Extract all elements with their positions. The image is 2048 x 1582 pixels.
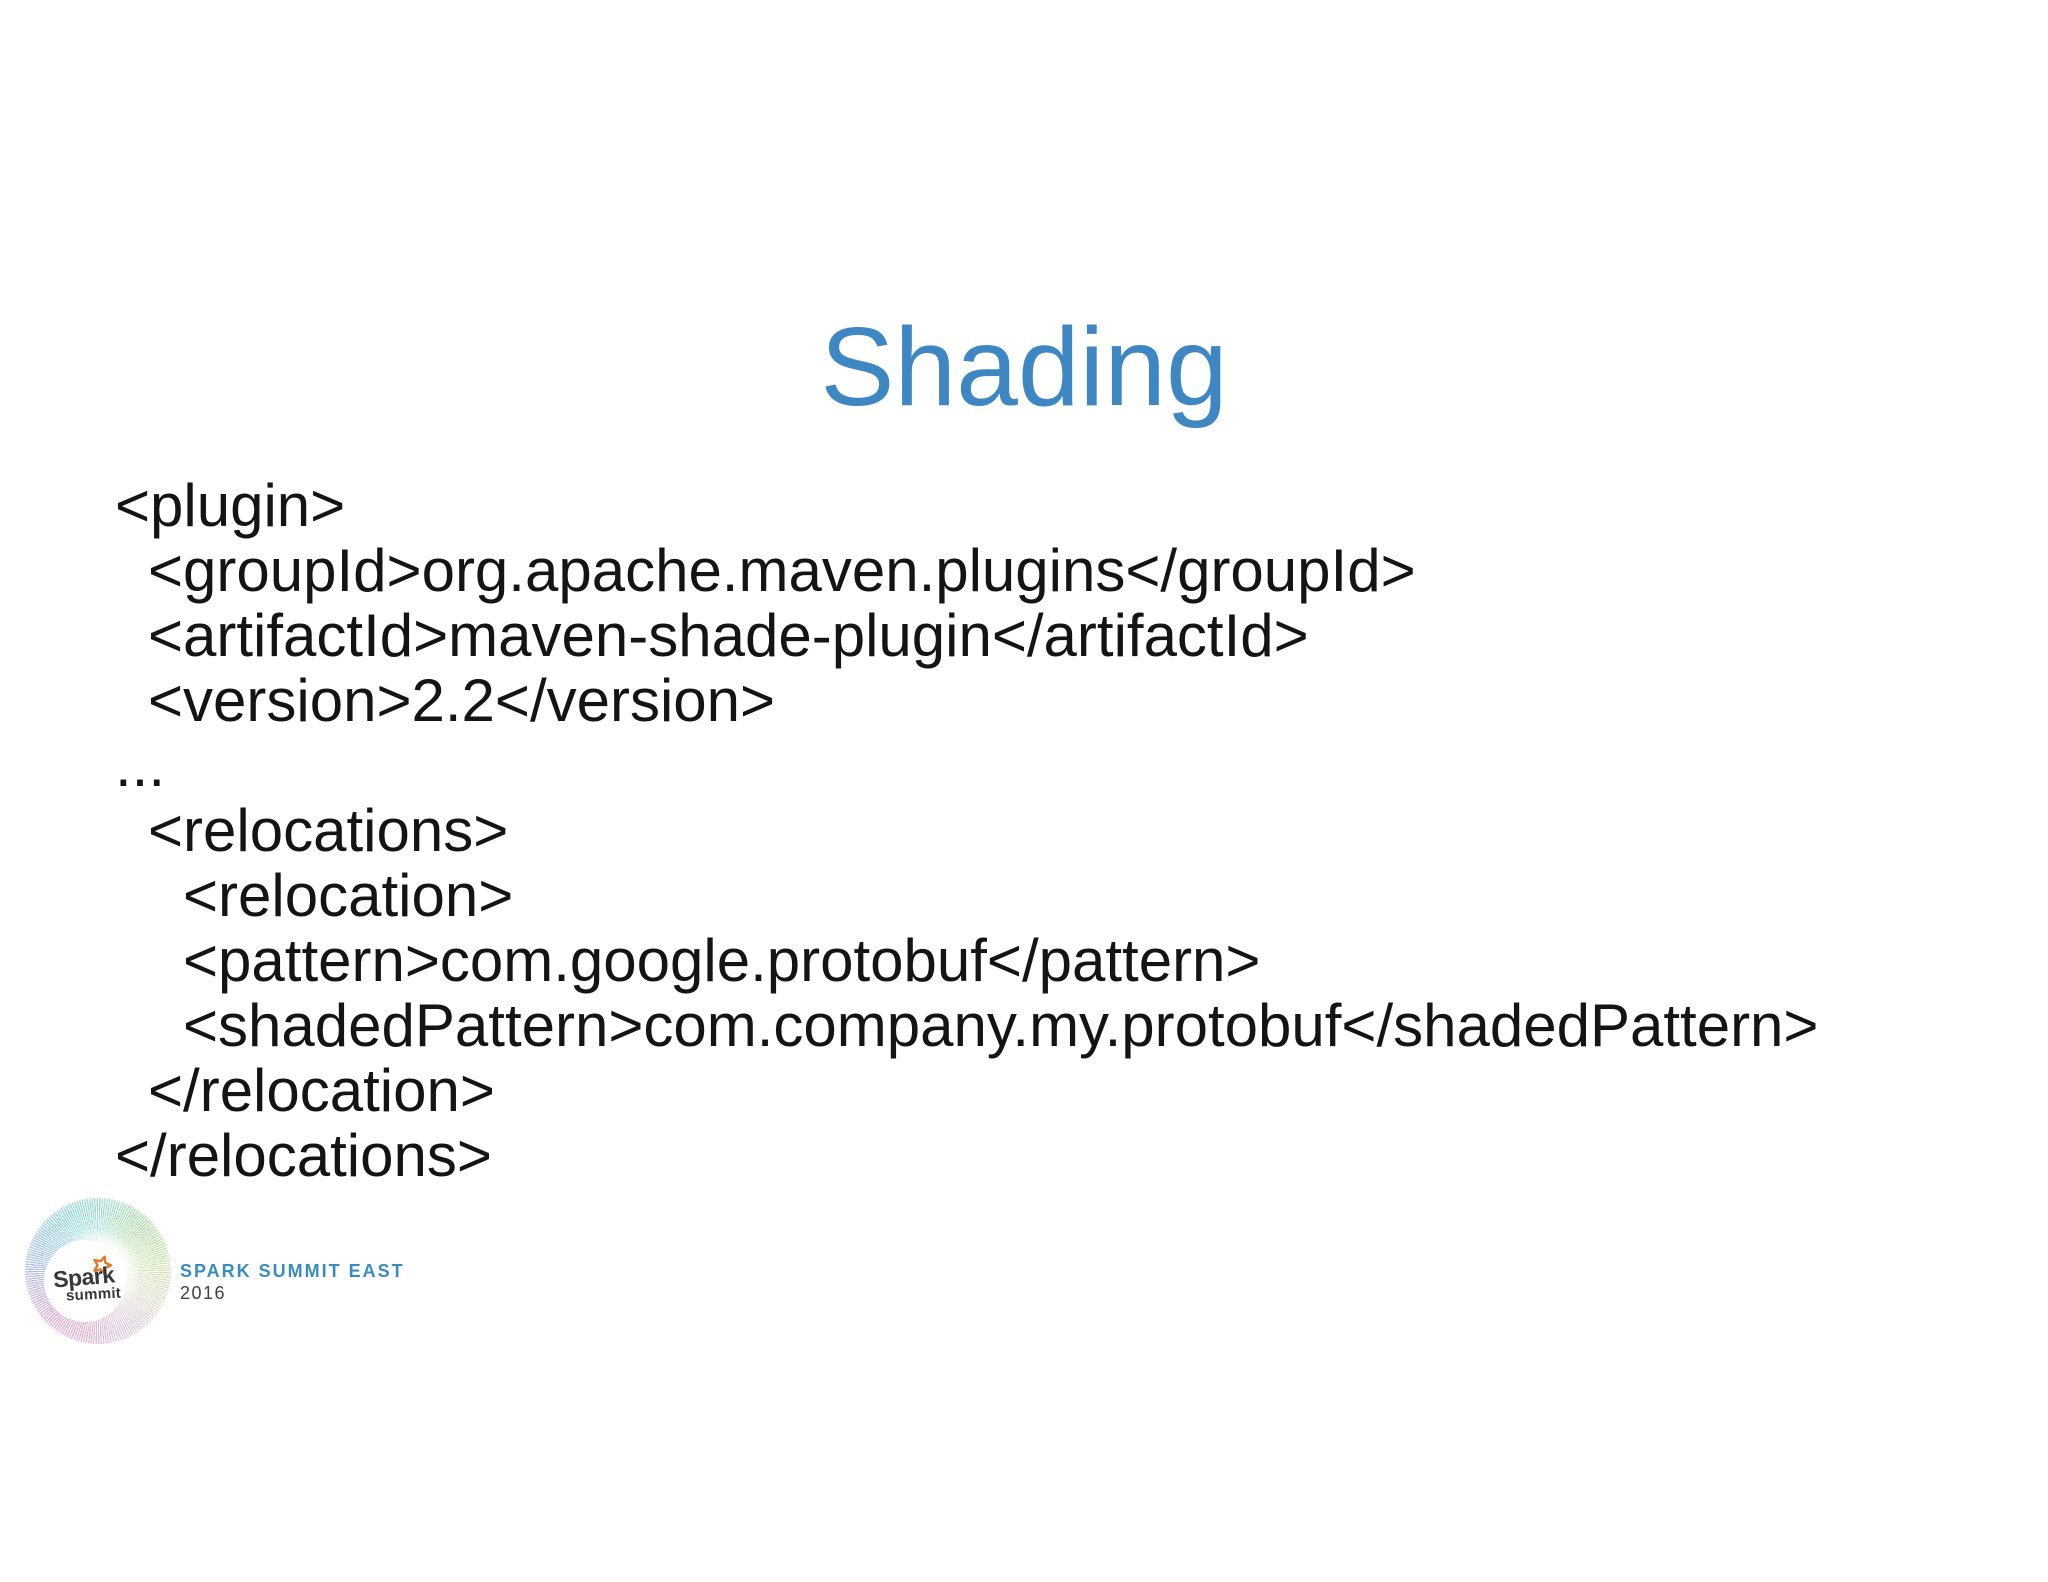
spark-summit-logo-circle: Spark summit — [44, 1240, 126, 1322]
code-line: </relocations> — [115, 1122, 492, 1189]
code-line: <pattern>com.google.protobuf</pattern> — [183, 927, 1261, 994]
code-line: <groupId>org.apache.maven.plugins</group… — [148, 537, 1416, 604]
event-name-label: SPARK SUMMIT EAST — [180, 1261, 405, 1281]
code-line: <version>2.2</version> — [148, 667, 776, 734]
code-line: ... — [115, 732, 166, 799]
slide-title: Shading — [820, 305, 1228, 429]
code-line: <plugin> — [115, 472, 346, 539]
code-line: <shadedPattern>com.company.my.protobuf</… — [183, 992, 1819, 1059]
code-line: </relocation> — [148, 1057, 495, 1124]
code-block: <plugin><groupId>org.apache.maven.plugin… — [115, 473, 1818, 1188]
code-line: <artifactId>maven-shade-plugin</artifact… — [148, 602, 1309, 669]
event-year-label: 2016 — [180, 1283, 227, 1303]
star-icon — [88, 1251, 116, 1279]
logo-wordmark-summit: summit — [65, 1284, 122, 1305]
code-line: <relocation> — [183, 862, 514, 929]
code-line: <relocations> — [148, 797, 509, 864]
